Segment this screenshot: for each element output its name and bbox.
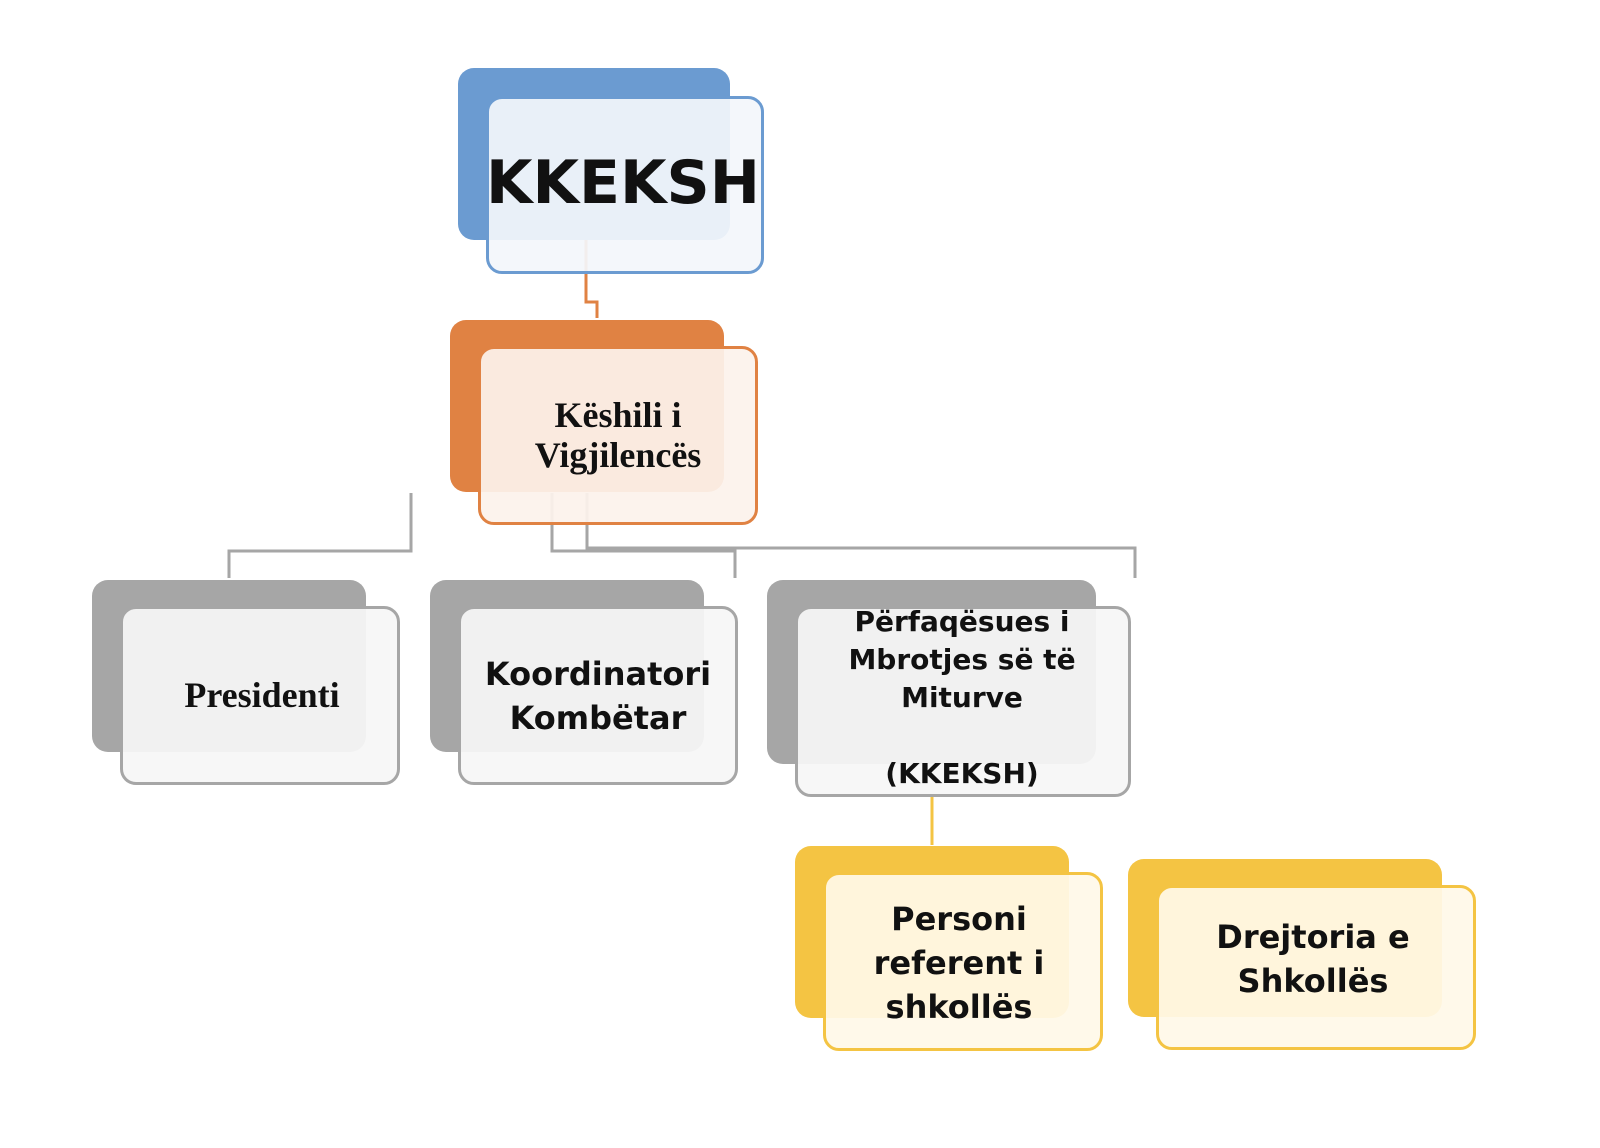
node-box <box>1156 885 1476 1050</box>
node-label-keshili: Këshili i Vigjilencës <box>534 395 702 475</box>
node-label-koordinatori: Koordinatori Kombëtar <box>484 655 712 737</box>
node-koordinatori-kombetar: Koordinatori Kombëtar <box>430 580 738 785</box>
node-label-perfaqesues: Përfaqësues i Mbrotjes së të Miturve (KK… <box>848 605 1076 790</box>
node-box <box>120 606 400 785</box>
node-box <box>823 872 1103 1051</box>
node-label-drejtoria: Drejtoria e Shkollës <box>1216 918 1410 1000</box>
node-label-presidenti: Presidenti <box>184 675 340 715</box>
node-label-personi: Personi referent i shkollës <box>873 900 1045 1026</box>
node-personi-referent: Personi referent i shkollës <box>795 846 1103 1051</box>
node-keshili-i-vigjilences: Këshili i Vigjilencës <box>450 320 758 525</box>
node-label-kkeksh: KKEKSH <box>486 148 760 218</box>
edge-keshili-presidenti <box>227 493 413 578</box>
node-drejtoria-e-shkolles: Drejtoria e Shkollës <box>1128 859 1476 1050</box>
node-presidenti: Presidenti <box>92 580 400 785</box>
node-perfaqesues: Përfaqësues i Mbrotjes së të Miturve (KK… <box>767 580 1131 797</box>
node-box <box>795 606 1131 797</box>
node-box <box>478 346 758 525</box>
node-box <box>458 606 738 785</box>
node-box <box>486 96 764 274</box>
node-kkeksh: KKEKSH <box>458 68 764 274</box>
